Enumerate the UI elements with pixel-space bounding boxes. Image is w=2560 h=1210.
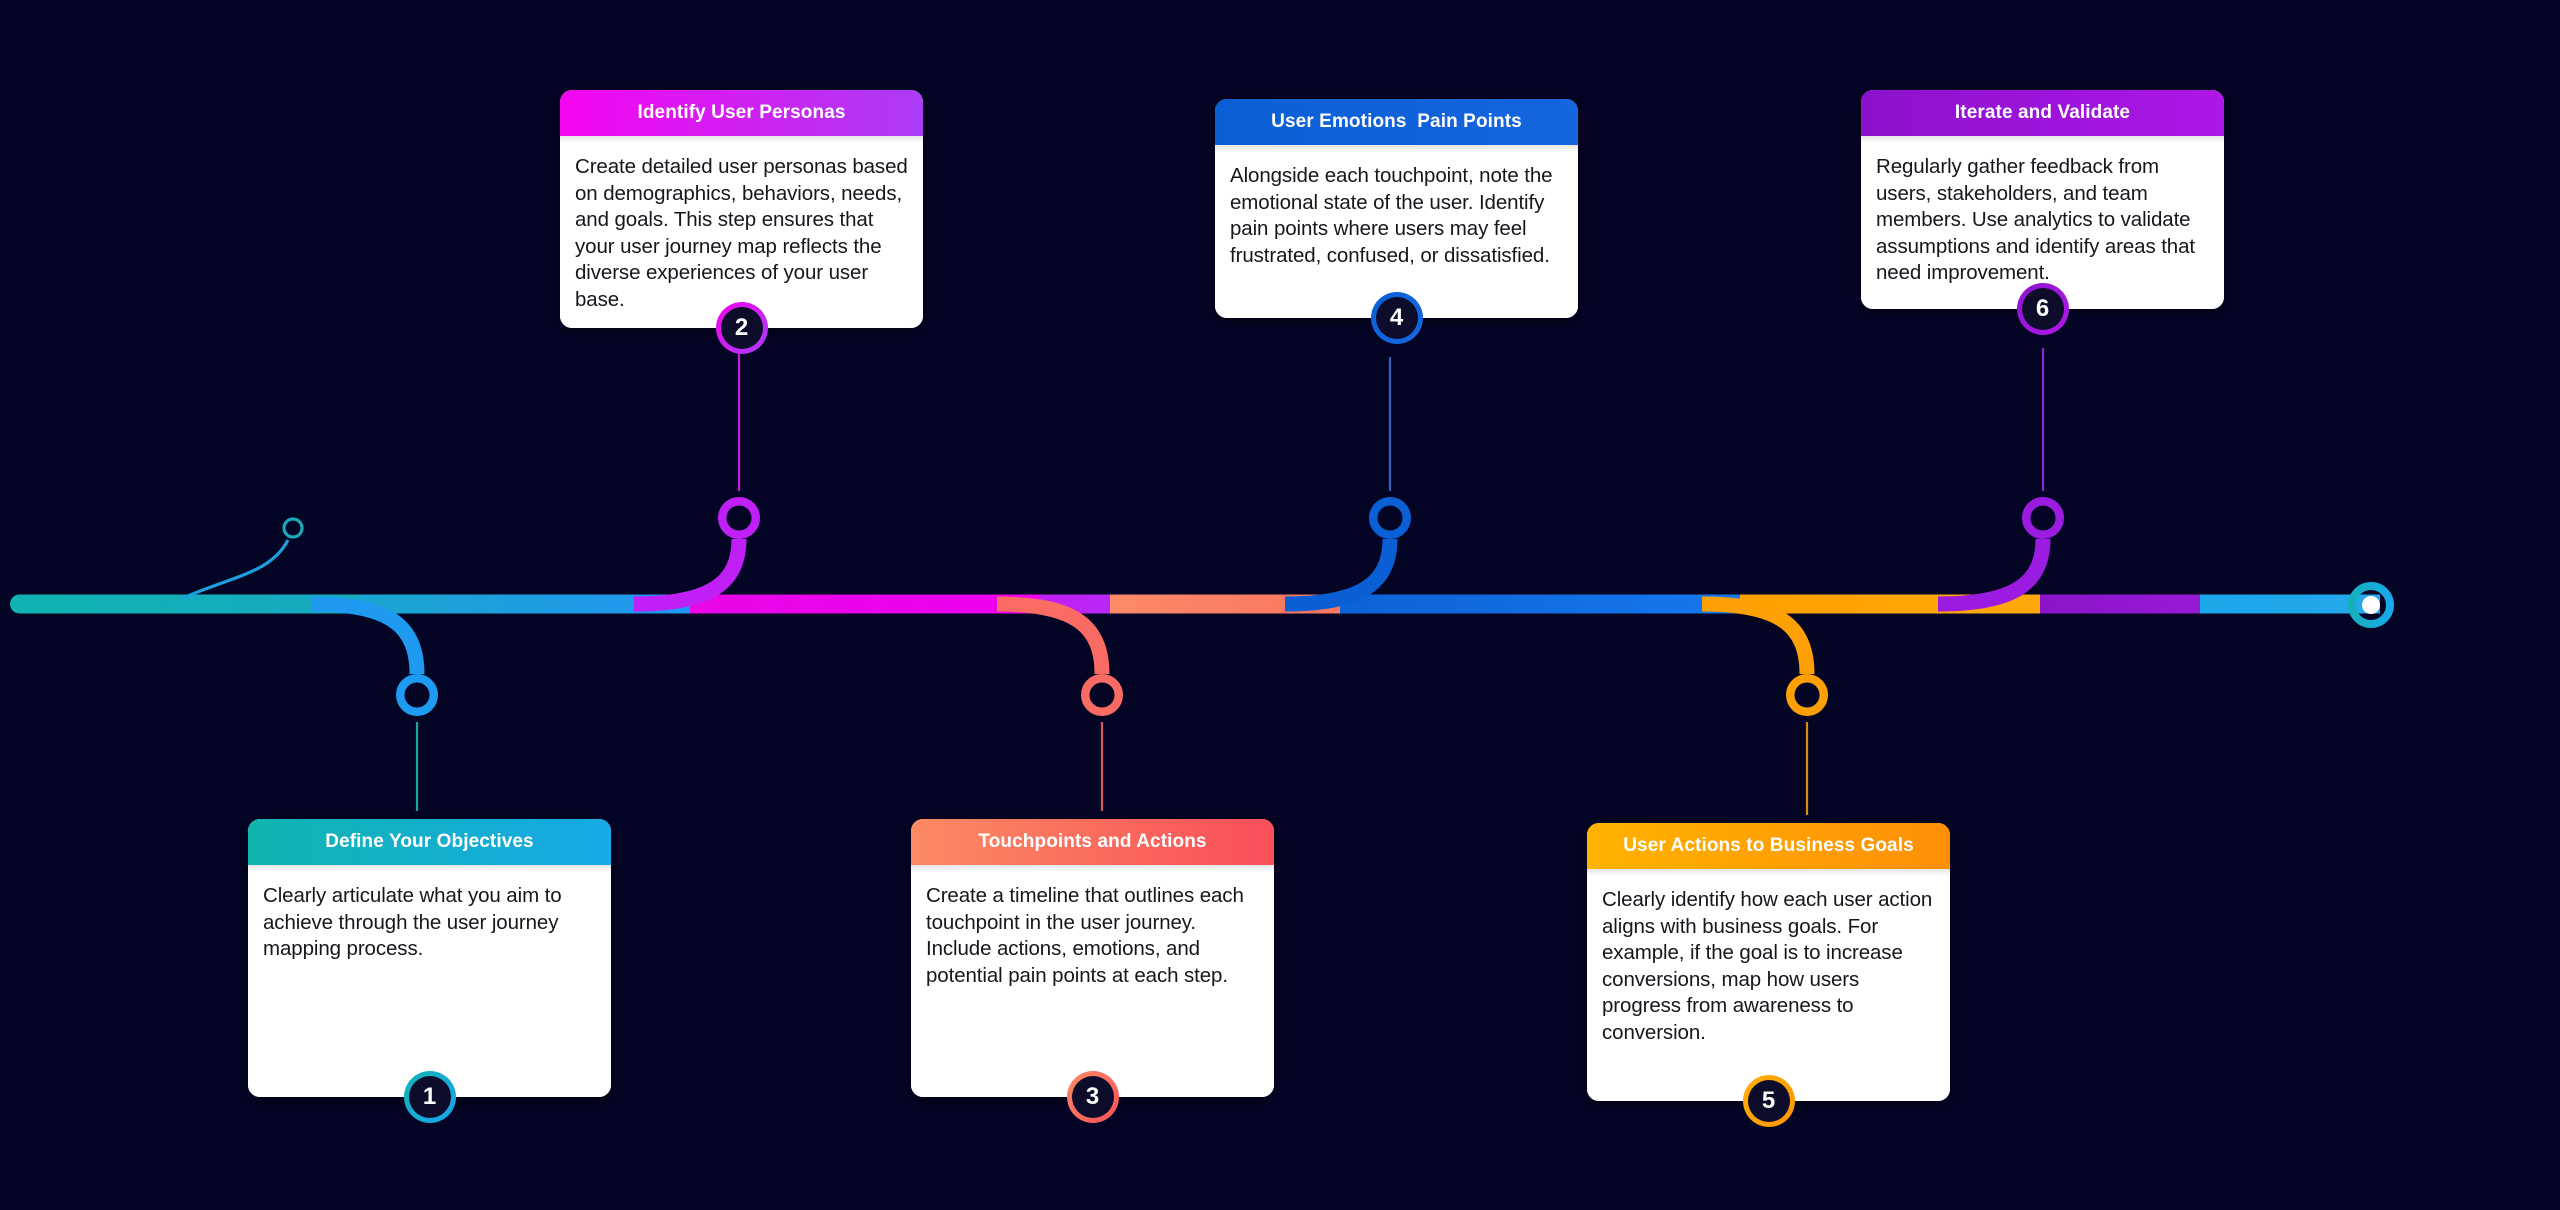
spine-segment [2200, 594, 2380, 614]
card-body-5: Clearly identify how each user action al… [1587, 869, 1950, 1101]
branch-curve [1284, 538, 1398, 612]
timeline-markers [396, 497, 2064, 716]
step-badge-6[interactable]: 6 [2016, 283, 2069, 335]
badge-number-5: 5 [1761, 1087, 1776, 1114]
card-body-text-2: Create detailed user personas based on d… [575, 155, 908, 311]
badge-inner-fill [720, 307, 763, 349]
end-cap-dot [2362, 596, 2380, 614]
card-header-3: Touchpoints and Actions [911, 819, 1274, 865]
spine-segment [10, 594, 400, 614]
card-body-6: Regularly gather feedback from users, st… [1861, 136, 2224, 309]
branch-curve [633, 538, 747, 612]
timeline-connectors [415, 348, 2045, 815]
card-body-4: Alongside each touchpoint, note the emot… [1215, 145, 1578, 318]
timeline-endcaps [182, 517, 2394, 628]
card-header-1: Define Your Objectives [248, 819, 611, 865]
badge-number-4: 4 [1389, 304, 1404, 331]
step-badge-2[interactable]: 2 [715, 302, 768, 354]
spine-segment [690, 594, 1060, 614]
branch-curve [311, 596, 425, 675]
step-badge-1[interactable]: 1 [403, 1071, 456, 1123]
end-cap-ring [2348, 582, 2394, 628]
timeline-marker-1[interactable] [396, 674, 438, 716]
timeline-branches [311, 538, 2051, 675]
badge-inner-fill [408, 1076, 451, 1118]
badge-inner-fill [1747, 1080, 1790, 1122]
spine-segment [1340, 594, 1760, 614]
step-badge-3[interactable]: 3 [1066, 1071, 1119, 1123]
spine-segment [2040, 594, 2240, 614]
card-body-text-1: Clearly articulate what you aim to achie… [263, 884, 562, 960]
step-badge-5[interactable]: 5 [1742, 1075, 1795, 1127]
card-body-text-3: Create a timeline that outlines each tou… [926, 884, 1244, 987]
branch-curve [1701, 596, 1815, 675]
badge-number-2: 2 [734, 314, 749, 341]
card-body-text-4: Alongside each touchpoint, note the emot… [1230, 164, 1553, 267]
badge-number-3: 3 [1085, 1083, 1100, 1110]
branch-curve [1937, 538, 2051, 612]
timeline-marker-4[interactable] [1369, 497, 1411, 539]
timeline-spine [10, 594, 2380, 614]
start-decorative-ring [282, 517, 304, 539]
badge-inner-fill [1375, 297, 1418, 339]
card-header-5: User Actions to Business Goals [1587, 823, 1950, 869]
timeline-marker-6[interactable] [2022, 497, 2064, 539]
card-body-3: Create a timeline that outlines each tou… [911, 865, 1274, 1097]
spine-segment [360, 594, 700, 614]
start-hook-curve [182, 539, 290, 600]
timeline-marker-3[interactable] [1081, 674, 1123, 716]
badge-inner-fill [2021, 288, 2064, 330]
card-body-text-6: Regularly gather feedback from users, st… [1876, 155, 2195, 284]
card-body-text-5: Clearly identify how each user action al… [1602, 888, 1933, 1044]
step-badge-4[interactable]: 4 [1370, 292, 1423, 344]
card-header-4: User Emotions Pain Points [1215, 99, 1578, 145]
badge-number-6: 6 [2035, 295, 2050, 322]
timeline-marker-2[interactable] [718, 497, 760, 539]
card-body-1: Clearly articulate what you aim to achie… [248, 865, 611, 1097]
card-header-6: Iterate and Validate [1861, 90, 2224, 136]
timeline-marker-5[interactable] [1786, 674, 1828, 716]
card-body-2: Create detailed user personas based on d… [560, 136, 923, 328]
branch-curve [996, 596, 1110, 675]
card-header-2: Identify User Personas [560, 90, 923, 136]
badge-inner-fill [1071, 1076, 1114, 1118]
badge-number-1: 1 [422, 1083, 437, 1110]
